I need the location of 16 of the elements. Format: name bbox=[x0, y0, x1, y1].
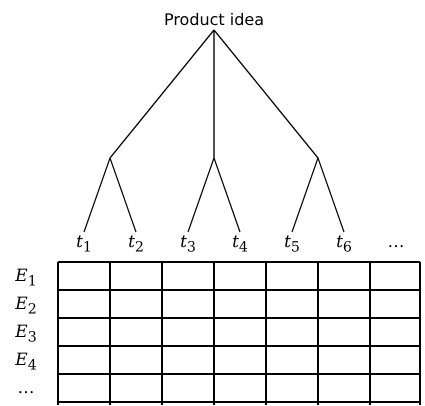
column-header: t$_{5}$ bbox=[277, 232, 307, 252]
column-ellipsis: … bbox=[386, 232, 406, 252]
column-header: t$_{3}$ bbox=[173, 232, 203, 252]
column-header: t$_{2}$ bbox=[121, 232, 151, 252]
column-header: t$_{1}$ bbox=[69, 232, 99, 252]
row-header: E$_{4}$ bbox=[14, 350, 38, 370]
row-header: E$_{1}$ bbox=[14, 266, 38, 286]
column-header: t$_{4}$ bbox=[225, 232, 255, 252]
tree-branch-line bbox=[109, 30, 214, 232]
row-header: E$_{2}$ bbox=[14, 294, 38, 314]
root-label: Product idea bbox=[159, 10, 269, 30]
tree-branch-line bbox=[214, 30, 345, 232]
column-header: t$_{6}$ bbox=[329, 232, 359, 252]
row-ellipsis: … bbox=[16, 378, 36, 398]
tree-branch-line bbox=[213, 30, 241, 232]
row-header: E$_{3}$ bbox=[14, 322, 38, 342]
